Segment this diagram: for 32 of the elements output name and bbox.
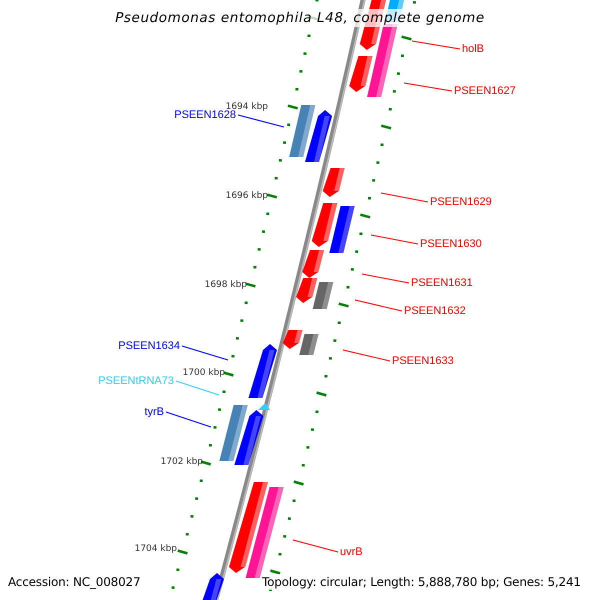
gene-label: PSEEN1630 <box>420 238 482 250</box>
footer-text: Accession: NC_008027 <box>8 574 140 590</box>
gene-label: PSEEN1628 <box>174 109 236 121</box>
leader-line <box>404 82 452 92</box>
scale-label: 1700 kbp <box>182 368 225 378</box>
gene-label: PSEEN1634 <box>118 340 180 352</box>
leader-line <box>362 274 410 284</box>
scale-label: 1696 kbp <box>226 191 268 201</box>
scale-label: 1702 kbp <box>160 457 203 467</box>
gene-label: holB <box>462 43 484 55</box>
leader-line <box>342 350 390 362</box>
gene-label: PSEEN1629 <box>430 196 492 208</box>
leader-line <box>176 380 220 396</box>
leader-line <box>182 346 228 360</box>
gene-label: PSEEN1631 <box>411 277 473 289</box>
gene-label: PSEEN1632 <box>404 305 466 317</box>
leader-line <box>166 412 212 428</box>
leader-line <box>412 40 460 50</box>
title: Pseudomonas entomophila L48, complete genome <box>115 9 485 27</box>
leader-line <box>370 234 418 244</box>
scale-label: 1704 kbp <box>134 544 177 554</box>
scale-label: 1698 kbp <box>204 280 247 290</box>
footer-text: Topology: circular; Length: 5,888,780 bp; Genes: 5,241 <box>262 574 581 590</box>
gene-label: PSEENtRNA73 <box>98 375 174 387</box>
leader-line <box>238 114 284 128</box>
gene-label: tyrB <box>144 406 164 418</box>
leader-line <box>380 192 428 202</box>
gene-label: PSEEN1627 <box>454 85 516 97</box>
gene-label: PSEEN1633 <box>392 355 454 367</box>
leader-line <box>292 540 338 552</box>
gene-label: uvrB <box>340 546 363 558</box>
leader-line <box>354 300 402 312</box>
